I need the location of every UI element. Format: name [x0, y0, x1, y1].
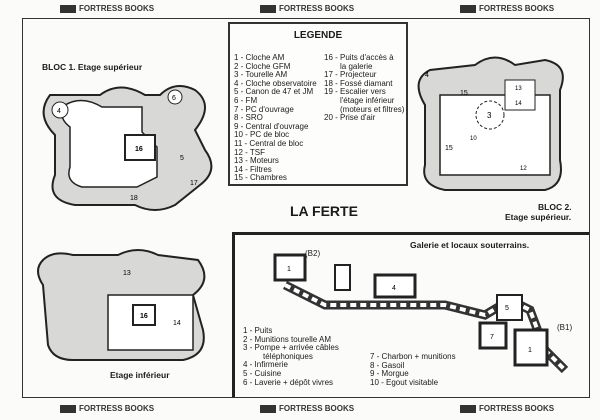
watermark-block-icon — [460, 404, 476, 413]
svg-text:14: 14 — [173, 320, 181, 327]
svg-text:5: 5 — [180, 155, 184, 162]
watermark: FORTRESS BOOKS — [60, 404, 154, 414]
page-title: LA FERTE — [290, 203, 358, 219]
svg-text:16: 16 — [135, 146, 143, 153]
svg-text:13: 13 — [515, 86, 522, 92]
legend-item: 9 - Central d'ouvrage — [234, 121, 309, 131]
galerie-legend-item: 9 - Morgue — [370, 369, 409, 379]
galerie-legend-item: 6 - Laverie + dépôt vivres — [243, 377, 334, 387]
legend-item: 13 - Moteurs — [234, 156, 279, 166]
watermark: FORTRESS BOOKS — [260, 4, 354, 14]
svg-text:16: 16 — [140, 313, 148, 320]
legend-item: 18 - Fossé diamant — [324, 78, 393, 88]
svg-text:15: 15 — [460, 90, 468, 97]
galerie-legend-column-1: 1 - Puits 2 - Munitions tourelle AM 3 - … — [243, 326, 339, 387]
svg-text:10: 10 — [470, 136, 477, 142]
etage-inferieur-label: Etage inférieur — [110, 370, 170, 380]
legend-column-1: 1 - Cloche AM 2 - Cloche GFM 3 - Tourell… — [234, 53, 317, 183]
svg-text:7: 7 — [490, 334, 494, 341]
legend-item: la galerie — [340, 61, 373, 71]
watermark: FORTRESS BOOKS — [460, 4, 554, 14]
galerie-legend-item: 4 - Infirmerie — [243, 360, 288, 370]
svg-text:18: 18 — [130, 195, 138, 202]
svg-text:1: 1 — [287, 266, 291, 273]
legend-item: 15 - Chambres — [234, 173, 287, 183]
galerie-panel: Galerie et locaux souterrains. (B2) (B1)… — [232, 232, 589, 397]
etage-inferieur-plan: 16 13 14 — [37, 249, 206, 361]
legend-item: l'étage inférieur — [340, 95, 395, 105]
galerie-plan: 1 4 7 1 5 — [273, 253, 569, 374]
legend-item: 5 - Canon de 47 et JM — [234, 87, 314, 97]
bloc2-sublabel: Etage supérieur. — [505, 212, 572, 222]
galerie-legend-column-2: 7 - Charbon + munitions 8 - Gasoil 9 - M… — [370, 352, 456, 387]
watermark: FORTRESS BOOKS — [60, 4, 154, 14]
legend-item: 3 - Tourelle AM — [234, 70, 288, 80]
bloc1-label: BLOC 1. Etage supérieur — [42, 62, 143, 72]
b1-label: (B1) — [557, 323, 573, 332]
legend-item: 4 - Cloche observatoire — [234, 78, 317, 88]
legend-item: 6 - FM — [234, 95, 258, 105]
watermark-block-icon — [260, 404, 276, 413]
galerie-label: Galerie et locaux souterrains. — [410, 240, 530, 250]
page-frame — [22, 18, 590, 398]
legend-item: 10 - PC de bloc — [234, 130, 290, 140]
legend-column-2: 16 - Puits d'accès à la galerie 17 - Pro… — [324, 53, 405, 123]
svg-text:5: 5 — [505, 305, 509, 312]
galerie-legend-item: téléphoniques — [263, 351, 313, 361]
watermark: FORTRESS BOOKS — [260, 404, 354, 414]
svg-text:15: 15 — [445, 145, 453, 152]
svg-text:4: 4 — [57, 108, 61, 115]
svg-text:4: 4 — [392, 285, 396, 292]
galerie-legend-item: 7 - Charbon + munitions — [370, 352, 456, 361]
legend-item: 16 - Puits d'accès à — [324, 53, 394, 62]
svg-text:14: 14 — [515, 101, 522, 107]
legend-item: 11 - Central de bloc — [234, 138, 304, 148]
legend-item: 14 - Filtres — [234, 164, 272, 174]
watermark-block-icon — [60, 404, 76, 413]
galerie-legend-item: 5 - Cuisine — [243, 368, 282, 378]
bloc1-plan: 4 6 16 5 18 17 — [42, 85, 213, 211]
bloc2-label: BLOC 2. — [538, 202, 572, 212]
svg-text:17: 17 — [190, 180, 198, 187]
legend-item: 7 - PC d'ouvrage — [234, 104, 294, 114]
svg-text:3: 3 — [487, 111, 492, 120]
watermark: FORTRESS BOOKS — [460, 404, 554, 414]
galerie-legend-item: 8 - Gasoil — [370, 360, 405, 370]
svg-text:6: 6 — [172, 95, 176, 102]
watermark-block-icon — [460, 4, 476, 13]
galerie-legend-item: 3 - Pompe + arrivée câbles — [243, 343, 339, 353]
watermark-block-icon — [60, 4, 76, 13]
legend-item: 1 - Cloche AM — [234, 53, 285, 62]
legend-item: 19 - Escalier vers — [324, 87, 386, 97]
svg-text:13: 13 — [123, 270, 131, 277]
svg-text:1: 1 — [528, 347, 532, 354]
legend-item: 12 - TSF — [234, 147, 265, 157]
legend-item: 17 - Projecteur — [324, 70, 377, 80]
svg-text:12: 12 — [520, 166, 527, 172]
legend-heading: LEGENDE — [293, 30, 343, 41]
galerie-legend-item: 1 - Puits — [243, 326, 273, 335]
watermark-block-icon — [260, 4, 276, 13]
galerie-legend-item: 2 - Munitions tourelle AM — [243, 334, 332, 344]
svg-text:4: 4 — [425, 72, 429, 79]
bloc2-plan: 3 15 13 14 15 10 12 4 — [417, 56, 564, 191]
legend-item: 8 - SRO — [234, 113, 263, 123]
legend-box: LEGENDE 1 - Cloche AM 2 - Cloche GFM 3 -… — [228, 22, 408, 186]
galerie-legend-item: 10 - Egout visitable — [370, 377, 439, 387]
b2-label: (B2) — [305, 249, 321, 258]
legend-item: (moteurs et filtres) — [340, 104, 405, 114]
legend-item: 20 - Prise d'air — [324, 113, 376, 123]
legend-item: 2 - Cloche GFM — [234, 61, 291, 71]
